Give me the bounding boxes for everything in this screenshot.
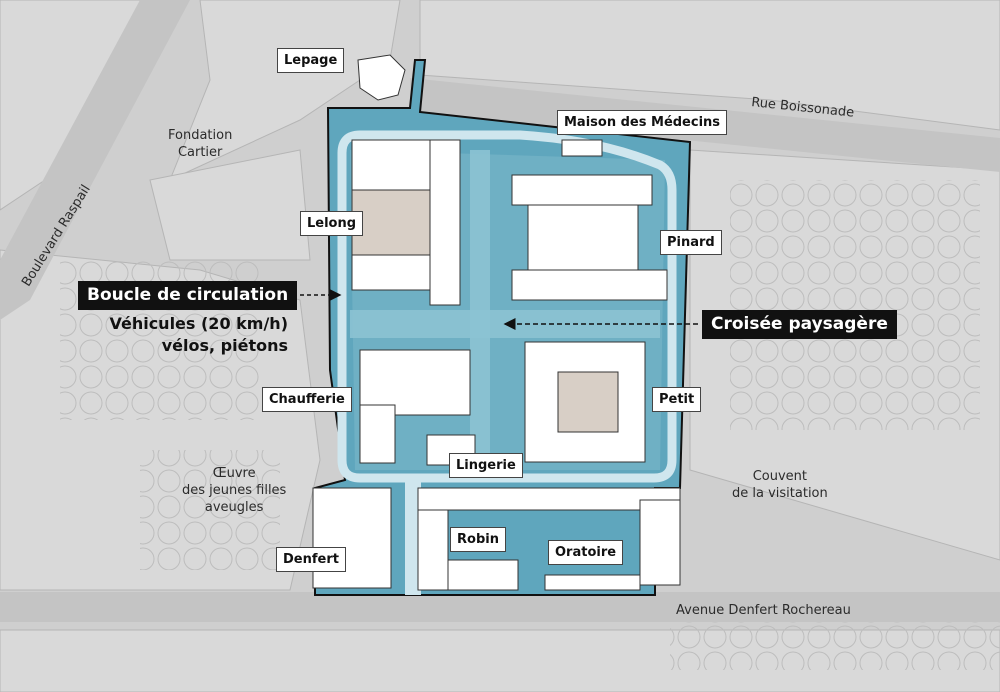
- building-chaufferie-a: [359, 349, 471, 416]
- building-pinard-top: [511, 174, 653, 206]
- building-lelong-c: [351, 254, 431, 291]
- label-lepage: Lepage: [277, 48, 345, 73]
- label-lingerie: Lingerie: [449, 453, 523, 478]
- label-denfert: Denfert: [276, 547, 346, 572]
- building-petit-court: [557, 371, 619, 433]
- building-chaufferie-b: [359, 404, 396, 464]
- building-maison-medecins: [561, 139, 603, 157]
- callout-boucle: Boucle de circulation: [78, 281, 298, 310]
- label-robin: Robin: [450, 527, 506, 552]
- label-fondation-cartier: Fondation Cartier: [168, 128, 233, 160]
- label-maison-medecins: Maison des Médecins: [557, 110, 728, 135]
- building-pinard-bottom: [511, 269, 668, 301]
- building-south-row: [417, 487, 681, 511]
- label-oratoire: Oratoire: [548, 540, 624, 565]
- building-lelong-a: [351, 139, 431, 191]
- label-avenue-denfert: Avenue Denfert Rochereau: [676, 603, 851, 618]
- label-couvent: Couvent de la visitation: [732, 469, 828, 501]
- callout-boucle-detail: Véhicules (20 km/h) vélos, piétons: [109, 314, 288, 356]
- label-oeuvre: Œuvre des jeunes filles aveugles: [182, 466, 287, 515]
- callout-croisee: Croisée paysagère: [702, 310, 897, 339]
- building-lelong-b: [351, 189, 431, 256]
- building-oratoire-east: [639, 499, 681, 586]
- building-oratoire-south: [544, 574, 641, 591]
- label-pinard: Pinard: [660, 230, 722, 255]
- label-petit: Petit: [652, 387, 702, 412]
- building-lelong-d: [429, 139, 461, 306]
- buildings: [312, 54, 681, 591]
- south-path: [405, 480, 421, 595]
- label-chaufferie: Chaufferie: [262, 387, 352, 412]
- building-pinard-mid: [527, 204, 639, 271]
- building-robin-west: [417, 509, 449, 591]
- label-lelong: Lelong: [300, 211, 364, 236]
- circulation-loop: [337, 130, 677, 483]
- building-robin-south: [447, 559, 519, 591]
- building-lepage: [357, 54, 406, 101]
- building-denfert: [312, 487, 392, 589]
